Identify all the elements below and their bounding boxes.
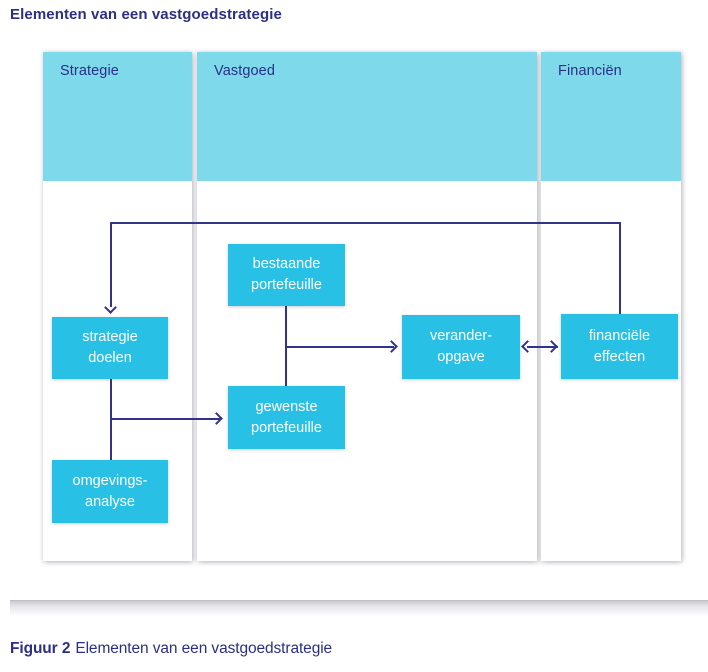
column-header-vastgoed: Vastgoed [197,52,537,181]
node-omgevings-analyse: omgevings- analyse [52,460,168,523]
column-vastgoed: Vastgoed [197,52,537,561]
connector-doelen-gewenste [110,418,220,420]
page-break-shadow [10,600,708,616]
node-gewenste-portefeuille: gewenste portefeuille [228,386,345,449]
column-header-strategie: Strategie [43,52,192,181]
figure-caption-label: Figuur 2 [10,640,71,657]
node-verander-opgave: verander- opgave [402,315,520,379]
column-financien: Financiën [541,52,681,561]
connector-feedback-right-drop [619,222,621,314]
node-bestaande-portefeuille: bestaande portefeuille [228,244,345,306]
page-title: Elementen van een vastgoedstrategie [10,6,282,23]
node-financiele-effecten: financiële effecten [561,314,678,379]
connector-feedback-left-drop [110,222,112,307]
connector-feedback-top-line [110,222,621,224]
connector-bestaande-veranderopgave [285,346,394,348]
figure-caption-text: Elementen van een vastgoedstrategie [75,640,333,657]
column-header-financien: Financiën [541,52,681,181]
connector-verander-financiele [527,346,558,348]
node-strategie-doelen: strategie doelen [52,317,168,379]
